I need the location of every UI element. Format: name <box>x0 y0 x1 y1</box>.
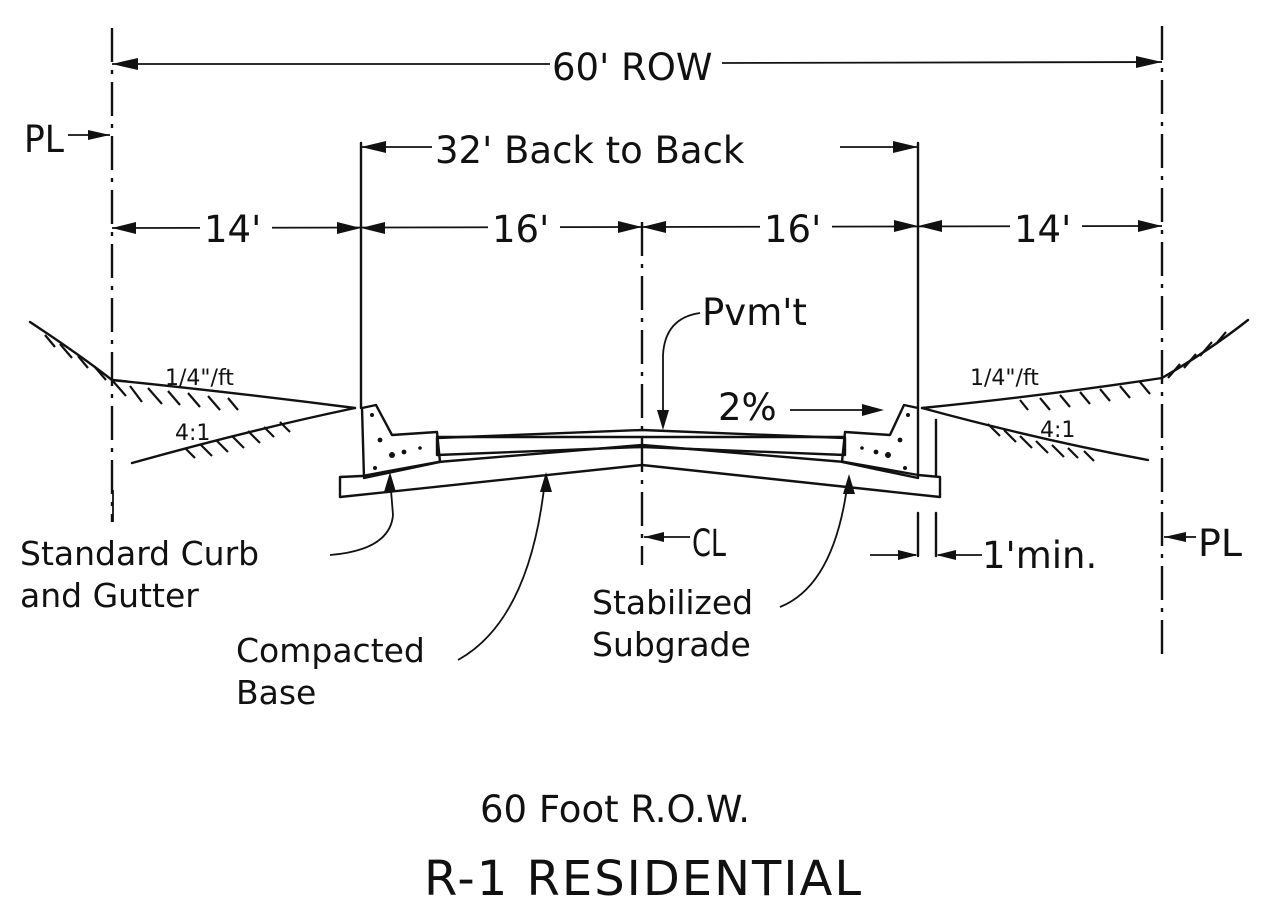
pavement-callout-label: Pvm't <box>702 291 807 334</box>
pl-left-label: PL <box>24 118 64 161</box>
compacted-base-layer <box>435 428 847 457</box>
cl-marker: CL <box>644 522 726 565</box>
curb-offset-dimension: 1'min. <box>870 418 1097 577</box>
drawing-subtitle: R-1 RESIDENTIAL <box>424 851 863 907</box>
subgrade-callout: Stabilized Subgrade <box>592 474 855 664</box>
pl-right-label: PL <box>1198 522 1242 565</box>
subgrade-callout-line2: Subgrade <box>592 625 751 664</box>
curb-callout: Standard Curb and Gutter <box>20 472 396 615</box>
right-earthwork: 1/4"/ft 4:1 <box>920 318 1250 462</box>
segment-dimensions: 14' 16' 16' 14' <box>111 208 1163 251</box>
right-parkway-dim: 14' <box>1014 208 1071 251</box>
back-to-back-label: 32' Back to Back <box>435 129 745 172</box>
pl-marker-right: PL <box>1164 522 1242 565</box>
curb-gutter-right <box>840 403 920 480</box>
curb-callout-line1: Standard Curb <box>20 534 259 573</box>
pl-marker-left: PL <box>24 118 110 161</box>
left-parkway-slope-label: 1/4"/ft <box>165 366 234 391</box>
base-callout: Compacted Base <box>236 472 552 712</box>
left-parkway-dim: 14' <box>204 208 261 251</box>
right-half-street-dim: 16' <box>764 208 821 251</box>
cl-label: CL <box>692 522 726 565</box>
row-dimension-label: 60' ROW <box>552 46 712 89</box>
base-callout-line1: Compacted <box>236 631 425 670</box>
row-dimension: 60' ROW <box>112 46 1163 89</box>
curb-offset-label: 1'min. <box>982 534 1097 577</box>
drawing-title: 60 Foot R.O.W. <box>480 788 750 831</box>
left-half-street-dim: 16' <box>492 208 549 251</box>
left-earthwork: 1/4"/ft 4:1 <box>28 320 357 465</box>
left-backslope-label: 4:1 <box>175 421 210 446</box>
right-backslope-label: 4:1 <box>1040 418 1075 443</box>
pavement-callout: Pvm't <box>657 291 807 430</box>
curb-gutter-left <box>360 403 442 480</box>
curb-callout-line2: and Gutter <box>20 576 199 615</box>
crown-slope-label: 2% <box>718 386 777 429</box>
right-parkway-slope-label: 1/4"/ft <box>970 366 1039 391</box>
back-to-back-dimension: 32' Back to Back <box>361 129 918 172</box>
subgrade-callout-line1: Stabilized <box>592 583 753 622</box>
base-callout-line2: Base <box>236 673 316 712</box>
crown-slope-indicator: 2% <box>718 386 884 429</box>
